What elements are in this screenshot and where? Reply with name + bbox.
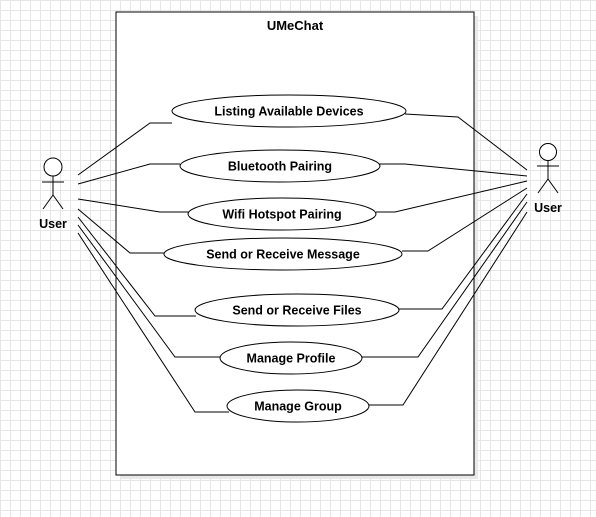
use-case-shape [219,341,363,375]
use-case-shape [187,197,377,231]
use-case-wifi-hotspot-pairing[interactable]: Wifi Hotspot Pairing [187,197,377,231]
actor-right[interactable] [537,143,559,194]
use-case-label: Wifi Hotspot Pairing [222,208,341,222]
use-case-label: Manage Group [254,400,342,414]
use-case-manage-profile[interactable]: Manage Profile [219,341,363,375]
stick-figure-leg [547,178,559,194]
stick-figure-leg [52,194,64,210]
association-left-bluetooth [77,163,180,185]
right-associations [362,113,528,406]
actor-right-label: User [534,201,562,215]
stick-figure-head-icon [539,143,557,161]
use-case-label: Listing Available Devices [214,105,363,119]
association-right-wifi [376,180,528,213]
actor-left-label: User [39,217,67,231]
association-right-files [399,193,528,310]
association-right-listing [404,113,528,171]
association-left-profile [77,224,226,358]
association-right-bluetooth [379,163,528,177]
use-case-shape [226,389,370,423]
use-case-shape [179,149,381,183]
system-title: UMeChat [267,18,324,33]
stick-figure-leg [42,194,54,210]
use-case-label: Manage Profile [247,352,336,366]
association-left-message [77,208,164,254]
use-case-shape [163,237,403,271]
stick-figure-leg [537,178,549,194]
use-case-send-receive-files[interactable]: Send or Receive Files [194,293,400,327]
association-left-group [77,232,229,413]
use-case-shape [171,94,407,128]
association-right-message [402,187,528,252]
stick-figure-head-icon [43,157,63,177]
association-right-profile [362,201,528,358]
association-left-listing [77,122,172,176]
use-case-send-receive-message[interactable]: Send or Receive Message [163,237,403,271]
association-right-group [369,211,528,406]
association-left-wifi [77,198,190,213]
use-case-manage-group[interactable]: Manage Group [226,389,370,423]
use-case-label: Send or Receive Files [232,304,361,318]
use-case-bluetooth-pairing[interactable]: Bluetooth Pairing [179,149,381,183]
left-associations [77,122,229,413]
use-case-shape [194,293,400,327]
use-case-label: Bluetooth Pairing [228,160,332,174]
association-left-files [77,216,196,317]
actor-left[interactable] [42,157,64,210]
use-case-listing-devices[interactable]: Listing Available Devices [171,94,407,128]
use-case-label: Send or Receive Message [206,248,360,262]
